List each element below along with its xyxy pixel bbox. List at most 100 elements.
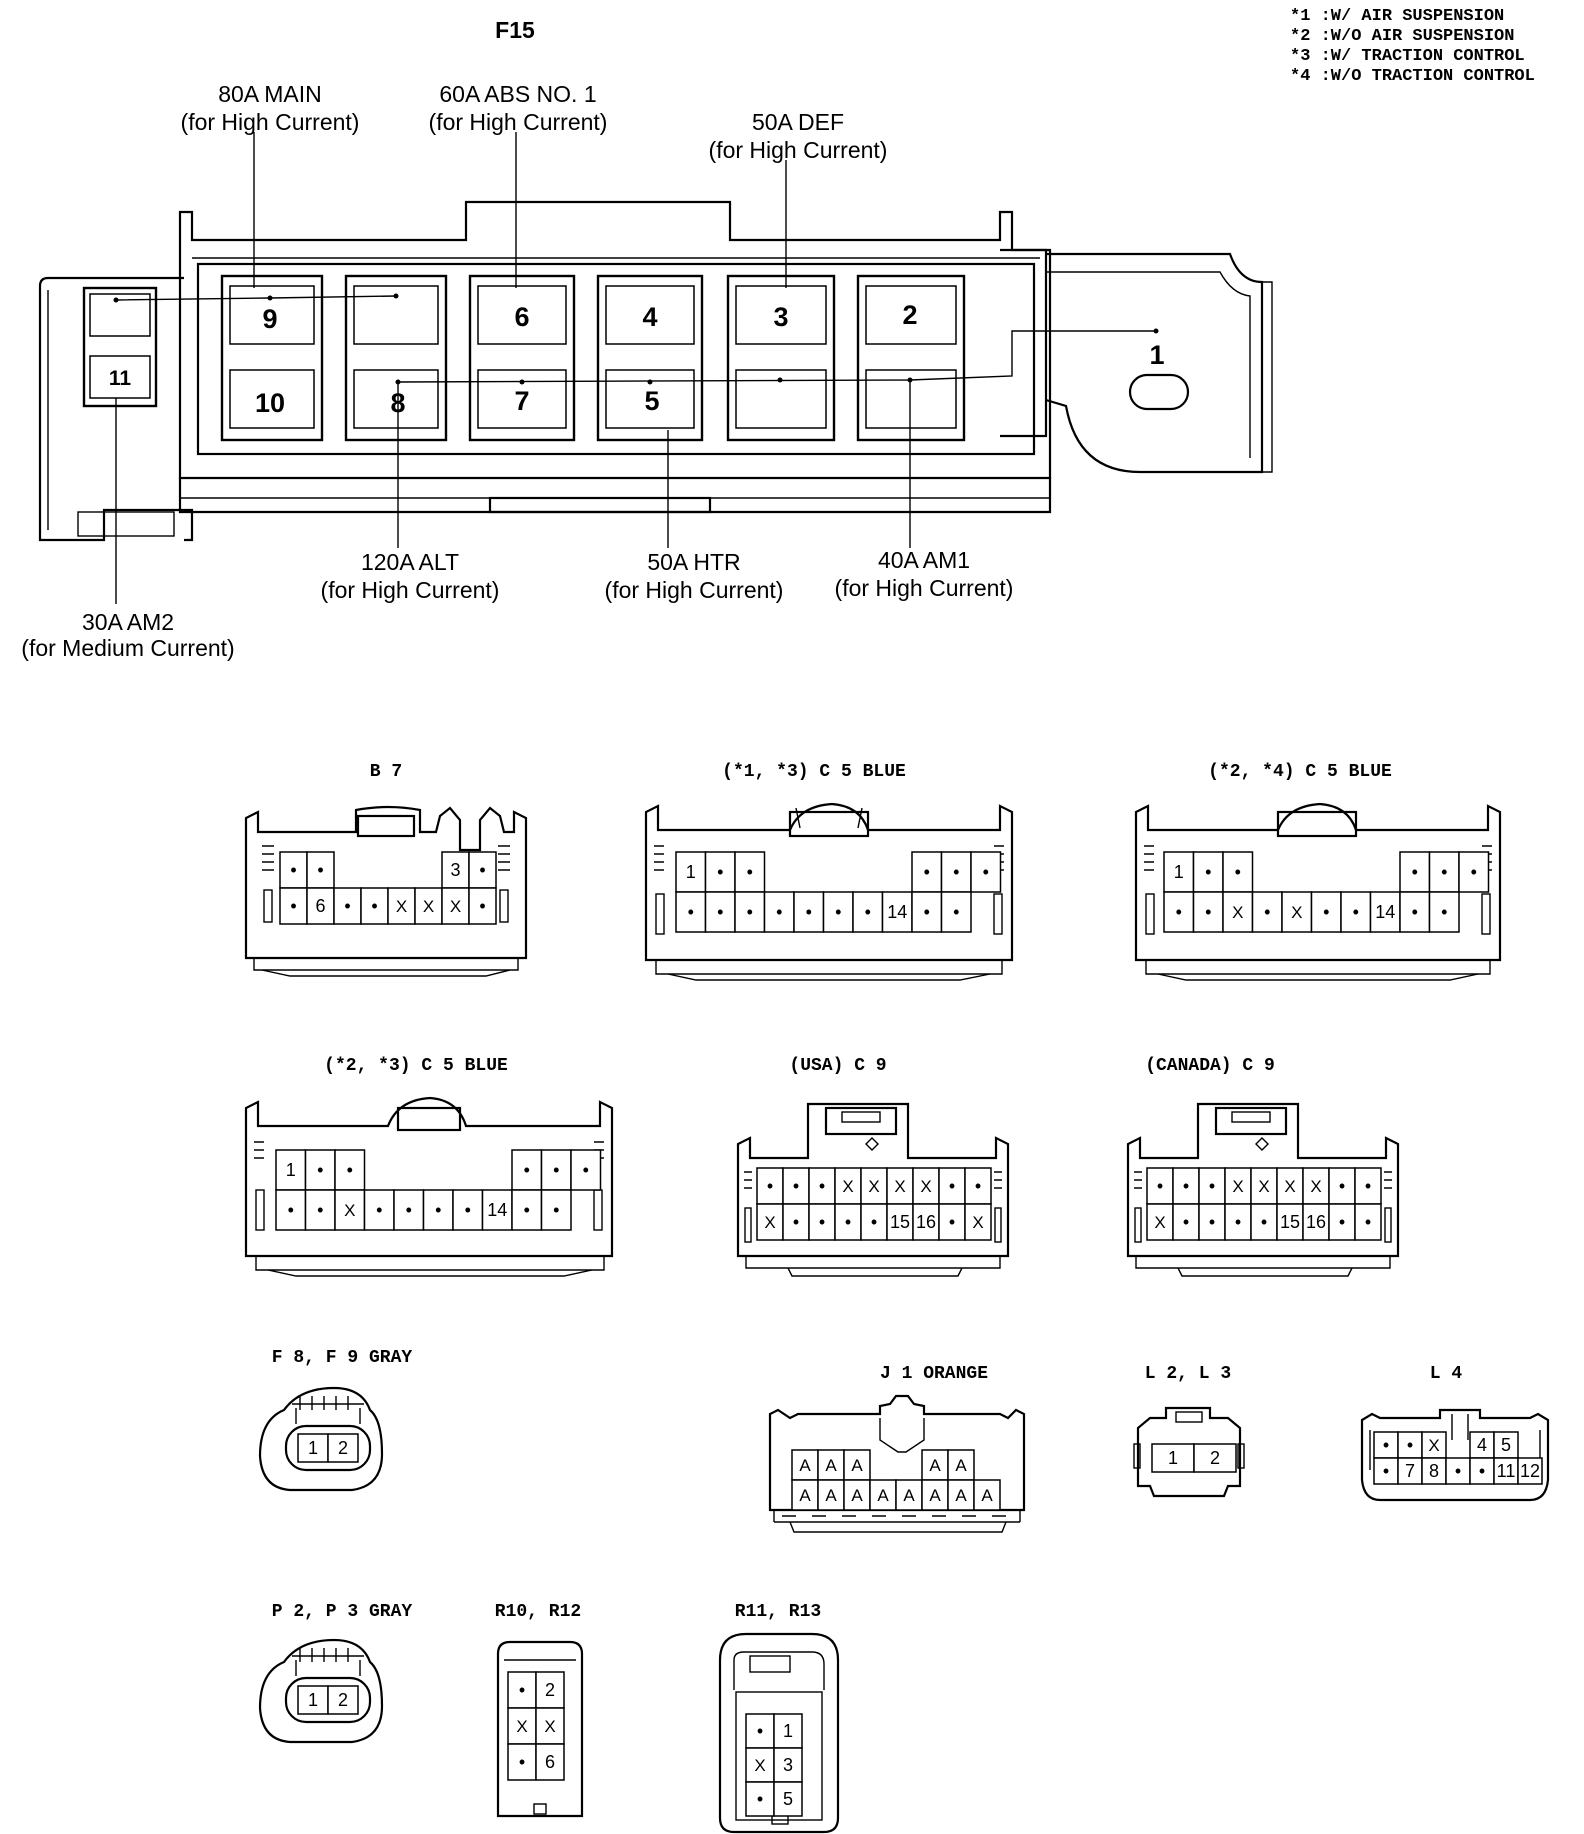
pin-c5_23-row2-6: •	[465, 1200, 471, 1220]
pin-l4-row1-0: •	[1383, 1435, 1389, 1455]
pin-r10r12-0-1: 2	[545, 1680, 555, 1700]
pin-c5_13-row2-9-cell	[940, 891, 972, 933]
pin-c5_23-row2-1: •	[317, 1200, 323, 1220]
pin-c9_can-row1-0: •	[1157, 1176, 1163, 1196]
pin-l2l3-1-cell	[1193, 1443, 1237, 1473]
pin-c5_23-row1-10-cell	[570, 1149, 602, 1191]
pin-c5_13-row1-9: •	[953, 862, 959, 882]
pin-b7-row2-7-cell	[468, 887, 497, 925]
pin-c5_24-row2-7: 14	[1375, 902, 1395, 922]
pin-l2l3-0: 1	[1168, 1448, 1178, 1468]
legend-item-1: *1 :W/ AIR SUSPENSION	[1290, 7, 1504, 26]
pin-j1-row2-5-cell	[921, 1479, 949, 1511]
pin-c9_usa-row1-8: •	[975, 1176, 981, 1196]
pin-c5_24-row1-2: •	[1235, 862, 1241, 882]
legend: *1 :W/ AIR SUSPENSION *2 :W/O AIR SUSPEN…	[1290, 7, 1535, 86]
label-abs-rating: 60A ABS NO. 1	[439, 81, 596, 107]
pin-c9_can-row2-2: •	[1209, 1212, 1215, 1232]
pin-r10r12-2-1: 6	[545, 1752, 555, 1772]
pin-j1-row1-1: A	[825, 1456, 837, 1475]
pin-l4-row1-5-cell	[1493, 1431, 1519, 1459]
pin-c5_24-row2-3-cell	[1251, 891, 1283, 933]
pin-c9_can-row1-1: •	[1183, 1176, 1189, 1196]
pin-c5_24-row2-1: •	[1205, 902, 1211, 922]
pin-r10r12-2-0: •	[519, 1752, 525, 1772]
pin-c9_can-row2-3-cell	[1224, 1203, 1252, 1241]
pin-l4-row2-4: •	[1479, 1461, 1485, 1481]
pin-c9_can-row2-7: •	[1339, 1212, 1345, 1232]
pin-c9_can-row2-3: •	[1235, 1212, 1241, 1232]
label-am2-rating: 30A AM2	[82, 609, 174, 635]
terminal-9: 9	[262, 304, 277, 334]
pin-j1-row1-5: A	[929, 1456, 941, 1475]
pin-b7-row2-3-cell	[360, 887, 389, 925]
pin-b7-row1-7: •	[479, 860, 485, 880]
pin-c9_can-row1-3: X	[1232, 1177, 1243, 1196]
title-r11r13: R11, R13	[735, 1602, 821, 1622]
pin-c9_usa-row2-2: •	[819, 1212, 825, 1232]
pin-c9_can-row1-5: X	[1284, 1177, 1295, 1196]
pin-f8f9-1-cell	[327, 1433, 359, 1463]
pin-r11r13-2-1: 5	[783, 1789, 793, 1809]
pin-c9_can-row1-8: •	[1365, 1176, 1371, 1196]
pin-l4-row2-1-cell	[1397, 1457, 1423, 1485]
pin-r11r13-0-0-cell	[745, 1713, 775, 1749]
pin-r10r12-1-1: X	[544, 1717, 555, 1736]
pin-f8f9-1: 2	[338, 1438, 348, 1458]
pin-c5_24-row2-0: •	[1176, 902, 1182, 922]
pin-c5_23-row2-4-cell	[393, 1189, 425, 1231]
pin-c5_23-row2-4: •	[406, 1200, 412, 1220]
title-c5-13: (*1, *3) C 5 BLUE	[722, 762, 906, 782]
pin-c9_can-row2-8-cell	[1354, 1203, 1382, 1241]
pin-r11r13-2-1-cell	[773, 1781, 803, 1817]
title-c5-24: (*2, *4) C 5 BLUE	[1208, 762, 1392, 782]
pin-p2p3-1: 2	[338, 1690, 348, 1710]
pin-b7-row1-1-cell	[306, 851, 335, 889]
legend-item-2: *2 :W/O AIR SUSPENSION	[1290, 27, 1514, 46]
terminal-4: 4	[642, 302, 657, 332]
pin-c9_can-row2-8: •	[1365, 1212, 1371, 1232]
pin-c5_24-row2-8-cell	[1399, 891, 1431, 933]
pin-c5_24-row1-10-cell	[1458, 851, 1490, 893]
pin-r10r12-0-1-cell	[535, 1671, 565, 1709]
pin-b7-row2-6: X	[450, 897, 461, 916]
pin-c5_13-row1-10: •	[983, 862, 989, 882]
pin-c9_can-row2-4: •	[1261, 1212, 1267, 1232]
pin-c5_23-row2-0: •	[288, 1200, 294, 1220]
pin-c5_24-row1-0: 1	[1174, 862, 1184, 882]
pin-c9_can-row1-6: X	[1310, 1177, 1321, 1196]
pin-l4-row2-5: 11	[1497, 1461, 1516, 1481]
pin-c5_24-row1-1: •	[1205, 862, 1211, 882]
pin-b7-row2-2: •	[344, 896, 350, 916]
label-am1-rating: 40A AM1	[878, 547, 970, 573]
pin-j1-row2-7: A	[981, 1486, 993, 1505]
pin-c5_13-row1-10-cell	[970, 851, 1002, 893]
pin-c5_23-row1-10: •	[583, 1160, 589, 1180]
terminal-7: 7	[514, 386, 529, 416]
title-c9-usa: (USA) C 9	[789, 1056, 886, 1076]
pin-l2l3-1: 2	[1210, 1448, 1220, 1468]
pin-c5_13-row2-2-cell	[734, 891, 766, 933]
pin-c5_24-row2-9-cell	[1428, 891, 1460, 933]
pin-j1-row2-4: A	[903, 1486, 915, 1505]
pin-c5_23-row2-2-cell	[334, 1189, 366, 1231]
pin-c9_can-row2-0: X	[1154, 1213, 1165, 1232]
pin-c9_usa-row2-7: •	[949, 1212, 955, 1232]
pin-c5_23-row2-3: •	[376, 1200, 382, 1220]
connector-c5-13: 1••••••••••••14••	[644, 802, 1014, 981]
pin-c5_23-row2-8: •	[524, 1200, 530, 1220]
terminal-11: 11	[109, 367, 132, 390]
pin-c5_24-row2-6: •	[1353, 902, 1359, 922]
pin-f8f9-0: 1	[308, 1438, 318, 1458]
pin-c9_usa-row2-2-cell	[808, 1203, 836, 1241]
label-def-current: (for High Current)	[709, 137, 888, 163]
pin-c5_13-row1-8: •	[924, 862, 930, 882]
pin-c9_usa-row1-3: X	[842, 1177, 853, 1196]
